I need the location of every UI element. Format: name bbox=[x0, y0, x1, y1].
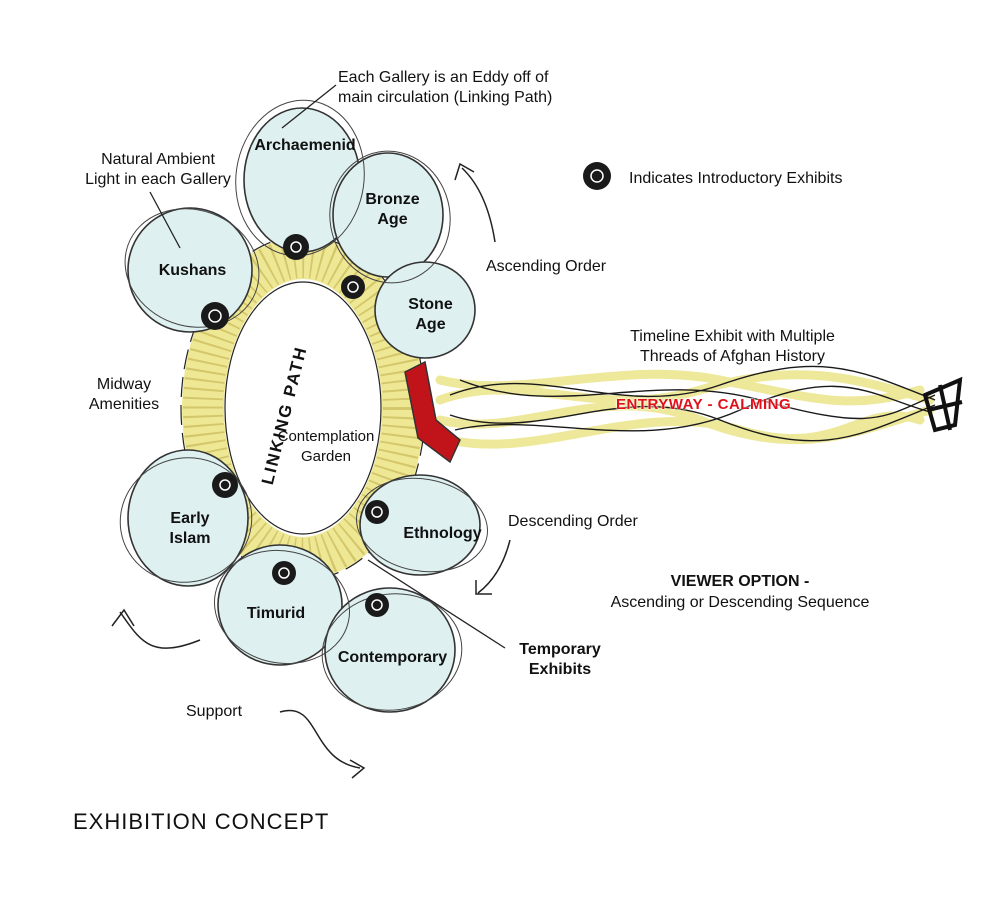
intro-marker-bronze-age bbox=[341, 275, 365, 299]
intro-marker-ethnology bbox=[365, 500, 389, 524]
temporary-exhibits-label: Temporary Exhibits bbox=[519, 641, 601, 678]
gallery-ethnology-shape bbox=[359, 474, 481, 576]
gallery-timurid: Timurid bbox=[246, 605, 306, 622]
entry-figure bbox=[922, 376, 963, 433]
gallery-stone-age-shape bbox=[374, 261, 476, 359]
intro-marker-legend bbox=[583, 162, 611, 190]
timeline-ink-threads bbox=[449, 365, 936, 442]
timeline-label: Timeline Exhibit with Multiple Threads o… bbox=[630, 328, 835, 365]
intro-marker-archaemenid bbox=[283, 234, 309, 260]
ambient-light-note: Natural Ambient Light in each Gallery bbox=[85, 151, 231, 188]
ascending-order-label: Ascending Order bbox=[486, 258, 607, 275]
gallery-stone-age: Stone Age bbox=[408, 296, 453, 333]
entry-wall bbox=[404, 360, 461, 464]
intro-marker-contemporary bbox=[365, 593, 389, 617]
midway-amenities-label: Midway Amenities bbox=[88, 376, 160, 413]
legend-text: Indicates Introductory Exhibits bbox=[629, 170, 843, 187]
sketch-scribbles bbox=[119, 99, 488, 711]
gallery-kushans: Kushans bbox=[158, 262, 227, 279]
gallery-contemporary-shape bbox=[324, 587, 456, 713]
gallery-contemporary: Contemporary bbox=[337, 649, 448, 666]
gallery-kushans-shape bbox=[127, 207, 253, 333]
gallery-timurid-shape bbox=[217, 544, 343, 666]
entryway-label: ENTRYWAY - CALMING bbox=[616, 396, 792, 413]
support-label: Support bbox=[186, 703, 243, 720]
diagram-title: EXHIBITION CONCEPT bbox=[73, 809, 330, 834]
leader-lines bbox=[149, 84, 506, 649]
eddy-note: Each Gallery is an Eddy off of main circ… bbox=[338, 69, 553, 106]
descending-order-label: Descending Order bbox=[508, 513, 638, 530]
gallery-archaemenid: Archaemenid bbox=[254, 137, 356, 154]
contemplation-garden-label: Contemplation Garden bbox=[277, 428, 375, 465]
intro-exhibit-markers bbox=[201, 162, 611, 617]
gallery-bronze-age: Bronze Age bbox=[365, 191, 420, 228]
intro-marker-timurid bbox=[272, 561, 296, 585]
viewer-option-sub: Ascending or Descending Sequence bbox=[610, 594, 870, 611]
intro-marker-early-islam bbox=[212, 472, 238, 498]
intro-marker-kushans bbox=[201, 302, 229, 330]
viewer-option-title: VIEWER OPTION - bbox=[670, 573, 810, 590]
gallery-ethnology: Ethnology bbox=[403, 525, 482, 542]
direction-arrows bbox=[111, 162, 511, 779]
gallery-early-islam: Early Islam bbox=[169, 510, 211, 547]
